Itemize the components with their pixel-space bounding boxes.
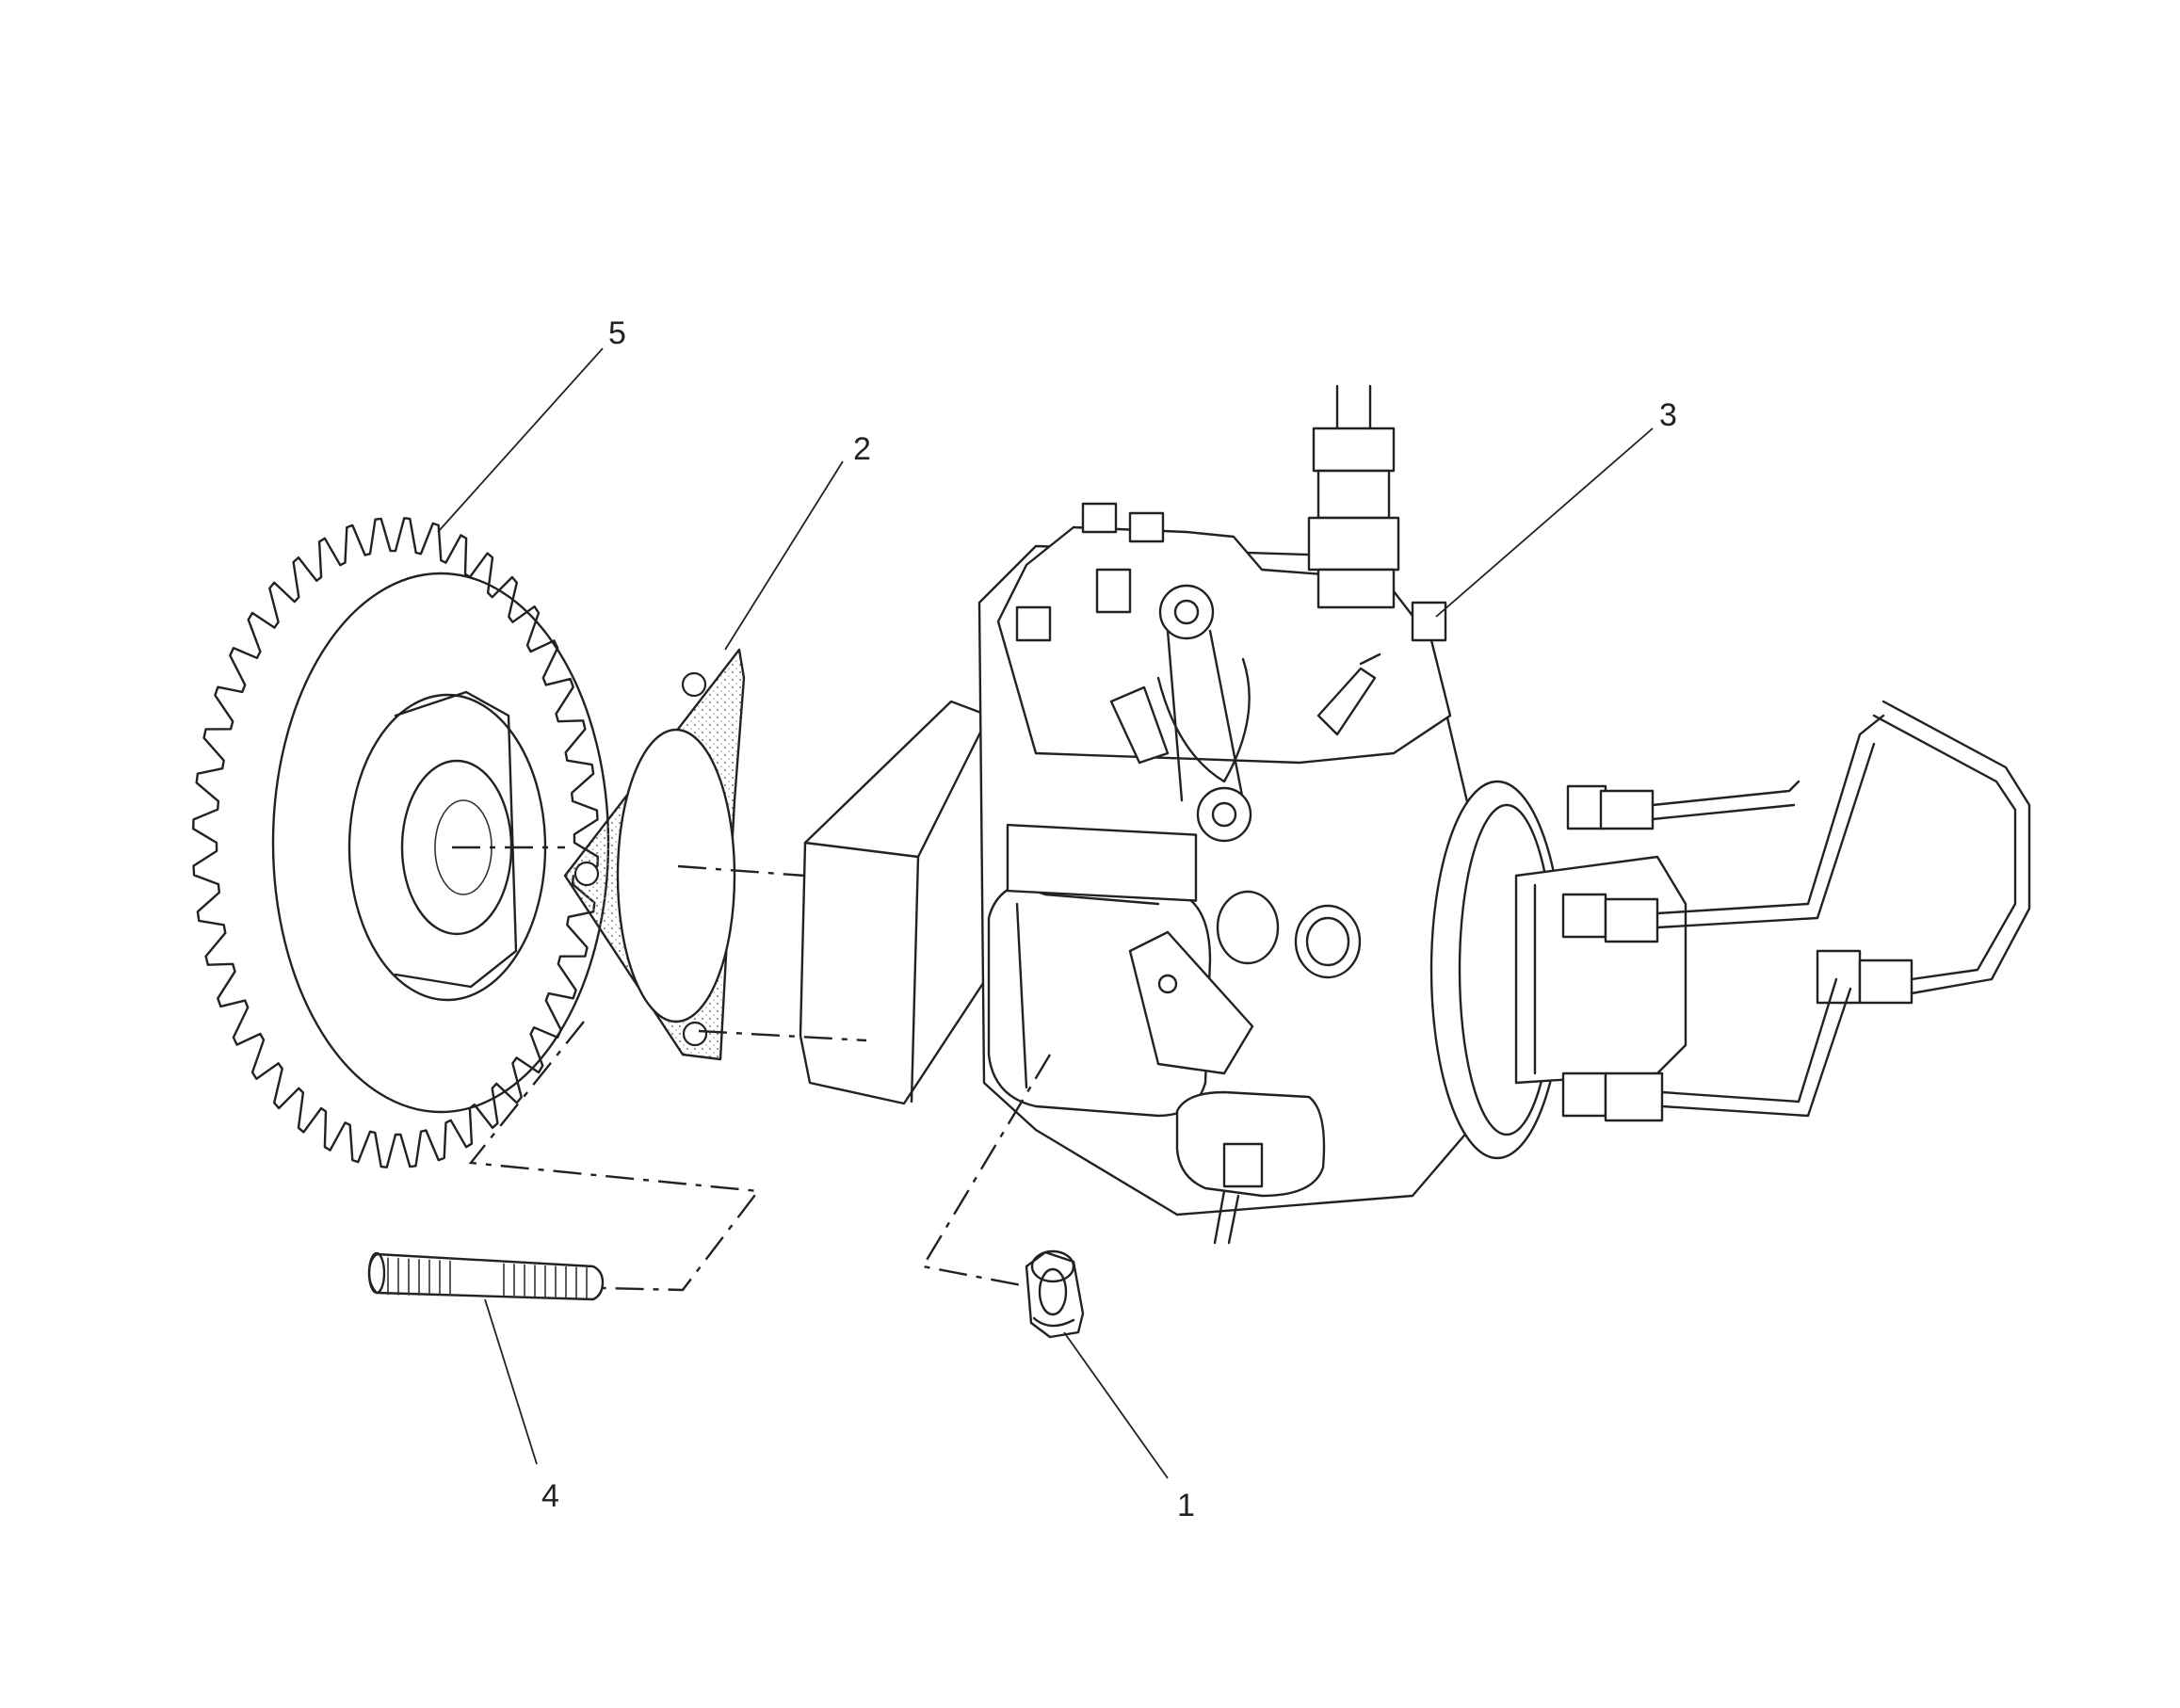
callout-labels: 5 2 3 4 1 bbox=[541, 315, 1677, 1523]
leader-lines bbox=[437, 347, 1654, 1479]
delivery-fitting-icon bbox=[1307, 384, 1400, 609]
bolt-icon bbox=[1015, 502, 1447, 642]
outlet-fitting-icon bbox=[1561, 784, 1914, 1122]
callout-4: 4 bbox=[541, 1478, 559, 1514]
fuel-line-icon bbox=[1651, 700, 2031, 1118]
callout-1: 1 bbox=[1177, 1488, 1195, 1523]
injection-pump-icon bbox=[799, 384, 2031, 1245]
flange-nut-icon bbox=[1025, 1249, 1085, 1339]
callout-3: 3 bbox=[1659, 397, 1677, 433]
callout-2: 2 bbox=[853, 431, 871, 467]
assembly-centerlines bbox=[452, 846, 1052, 1292]
distributor-head-icon bbox=[1429, 780, 1687, 1160]
stud-icon bbox=[367, 1251, 605, 1301]
lever-icon bbox=[1156, 584, 1252, 843]
gasket-icon bbox=[563, 648, 746, 1061]
callout-5: 5 bbox=[608, 315, 626, 351]
